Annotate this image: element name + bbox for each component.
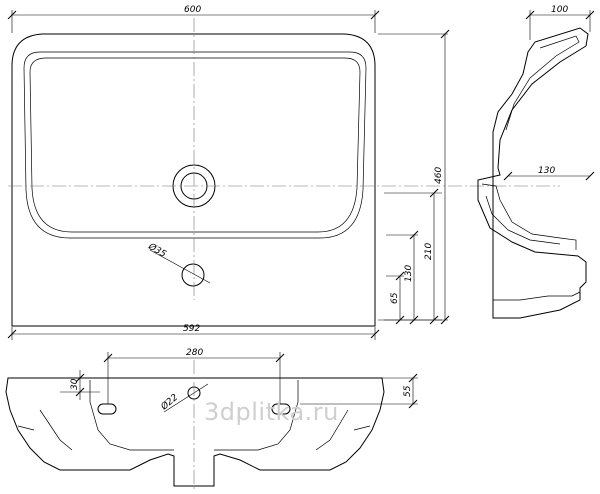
side-view-base <box>493 291 581 301</box>
hole-diameter-22-label: Ø22 <box>158 392 180 413</box>
right-mounting-slot <box>271 403 291 415</box>
top-view-outer-outline <box>11 33 376 327</box>
side-view-outer-profile <box>477 27 589 319</box>
dimension-210: 210 <box>384 188 442 325</box>
side-view <box>477 27 589 319</box>
dimension-65: 65 <box>386 271 405 325</box>
hole-diameter-35-label: Ø35 <box>146 241 169 260</box>
dimension-55-label: 55 <box>403 385 413 397</box>
top-view-basin-rim <box>23 51 367 239</box>
bottom-tap-hole-leader <box>163 383 209 413</box>
bottom-view <box>5 360 385 490</box>
bottom-view-basin <box>89 380 299 451</box>
dimension-592: 592 <box>7 324 380 340</box>
dimension-130-side: 130 <box>503 166 595 181</box>
dimension-280-label: 280 <box>186 348 203 358</box>
side-view-trap-channel <box>481 183 577 250</box>
dimension-130-side-label: 130 <box>538 166 555 176</box>
dimension-100: 100 <box>525 5 595 40</box>
top-view-basin-bowl <box>29 57 361 233</box>
tap-hole-leader <box>149 249 211 284</box>
dimension-210-label: 210 <box>424 243 434 260</box>
dimension-30-label: 30 <box>70 378 80 390</box>
bottom-view-outline <box>5 377 385 487</box>
side-view-inner-profile <box>505 35 580 131</box>
dimension-600: 600 <box>7 5 380 33</box>
dimension-600-label: 600 <box>184 5 201 15</box>
dimension-460: 460 <box>378 29 450 325</box>
bottom-view-right-bracket <box>315 409 371 451</box>
dimension-130-vertical: 130 <box>386 230 419 325</box>
tap-hole <box>181 263 205 287</box>
watermark: 3dplitka.ru <box>204 398 339 426</box>
dimension-460-label: 460 <box>434 167 444 184</box>
top-view <box>8 18 560 327</box>
left-mounting-slot <box>97 403 117 415</box>
dimension-280: 280 <box>103 348 285 404</box>
dimension-65-label: 65 <box>390 292 400 304</box>
bottom-view-left-bracket <box>17 409 73 451</box>
dimension-55: 55 <box>300 373 418 409</box>
dimension-30: 30 <box>60 370 100 400</box>
dimension-130-vertical-label: 130 <box>404 265 414 282</box>
dimension-592-label: 592 <box>183 324 200 334</box>
dimension-100-label: 100 <box>551 5 568 15</box>
